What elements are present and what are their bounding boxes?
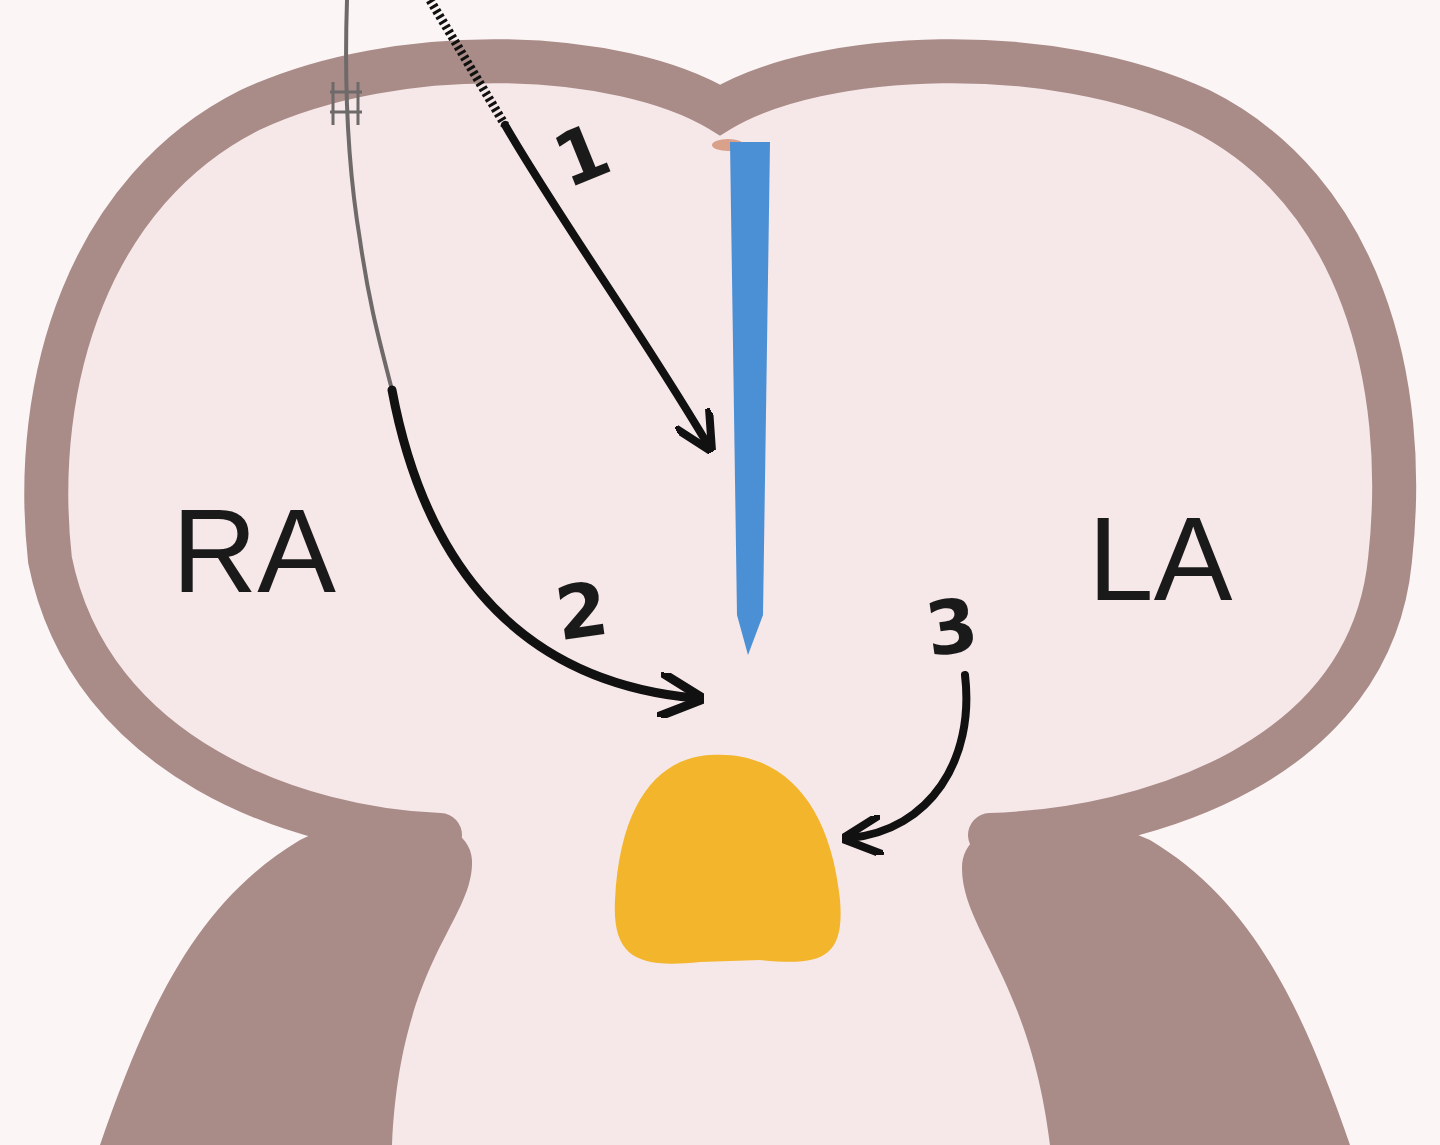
- callout-number: 2: [551, 571, 612, 651]
- arrow-2: [392, 390, 695, 698]
- atrial-wall: [46, 61, 1394, 835]
- chamber-label: RA: [172, 492, 336, 610]
- arrow-1-dotted: [430, 0, 505, 125]
- catheter: [346, 0, 392, 390]
- chamber-label: LA: [1088, 500, 1232, 618]
- left-ventricle-wall: [100, 817, 472, 1145]
- callout-number: 3: [921, 587, 982, 667]
- atrial-cavity: [46, 61, 1394, 1145]
- atrial-septum: [730, 142, 770, 655]
- arrow-3: [850, 675, 966, 838]
- catheter-hatch: [330, 82, 362, 125]
- septal-occluder: [615, 755, 841, 964]
- right-ventricle-wall: [962, 817, 1350, 1145]
